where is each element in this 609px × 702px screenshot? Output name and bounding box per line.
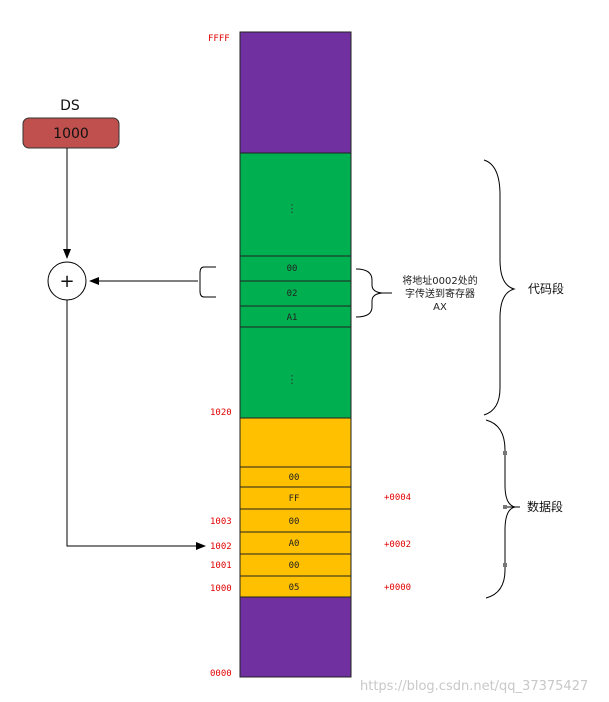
data-cell-0: 05 — [289, 583, 300, 593]
instruction-note-line2: 字传送到寄存器 — [405, 287, 475, 300]
data-cell-3: 00 — [289, 517, 300, 527]
offset-0004: +0004 — [384, 493, 411, 503]
address-top: FFFF — [208, 34, 230, 44]
offset-0002: +0002 — [384, 540, 411, 550]
address-bottom: 0000 — [210, 669, 232, 679]
address-code-end: 1020 — [210, 408, 232, 418]
code-ellipsis-top: ⋮ — [287, 202, 298, 215]
low-memory-block — [239, 596, 352, 678]
data-cell-5: 00 — [289, 473, 300, 483]
instruction-note-line3: AX — [433, 302, 447, 313]
data-segment-block — [239, 417, 352, 598]
code-segment-brace — [483, 159, 516, 416]
code-segment-block — [239, 152, 352, 419]
data-cell-1: 00 — [289, 561, 300, 571]
code-segment-label: 代码段 — [528, 281, 564, 296]
address-1000: 1000 — [210, 584, 232, 594]
address-1003: 1003 — [210, 517, 232, 527]
high-memory-block — [239, 31, 352, 154]
ds-register-value: 1000 — [53, 126, 89, 142]
data-brace-handle-3 — [503, 563, 507, 567]
ds-register-box — [22, 117, 120, 149]
code-cell-00: 00 — [287, 264, 298, 274]
watermark: https://blog.csdn.net/qq_37375427 — [360, 679, 588, 694]
data-segment-label: 数据段 — [527, 499, 563, 514]
data-segment-brace — [485, 419, 516, 599]
data-brace-handle-2 — [503, 505, 507, 509]
instruction-note-line1: 将地址0002处的 — [402, 274, 477, 287]
address-1002: 1002 — [210, 542, 232, 552]
address-1001: 1001 — [210, 561, 232, 571]
data-cell-2: A0 — [289, 539, 300, 549]
instruction-left-bracket — [199, 266, 216, 298]
data-cell-4: FF — [289, 494, 300, 504]
code-cell-02: 02 — [287, 289, 298, 299]
instruction-right-bracket — [355, 268, 383, 318]
code-cell-a1: A1 — [287, 313, 298, 323]
data-brace-handle-1 — [503, 451, 507, 455]
offset-0000: +0000 — [384, 583, 411, 593]
code-ellipsis-bottom: ⋮ — [287, 373, 298, 386]
ds-register-label: DS — [60, 98, 80, 114]
adder-plus-icon: + — [59, 271, 74, 292]
